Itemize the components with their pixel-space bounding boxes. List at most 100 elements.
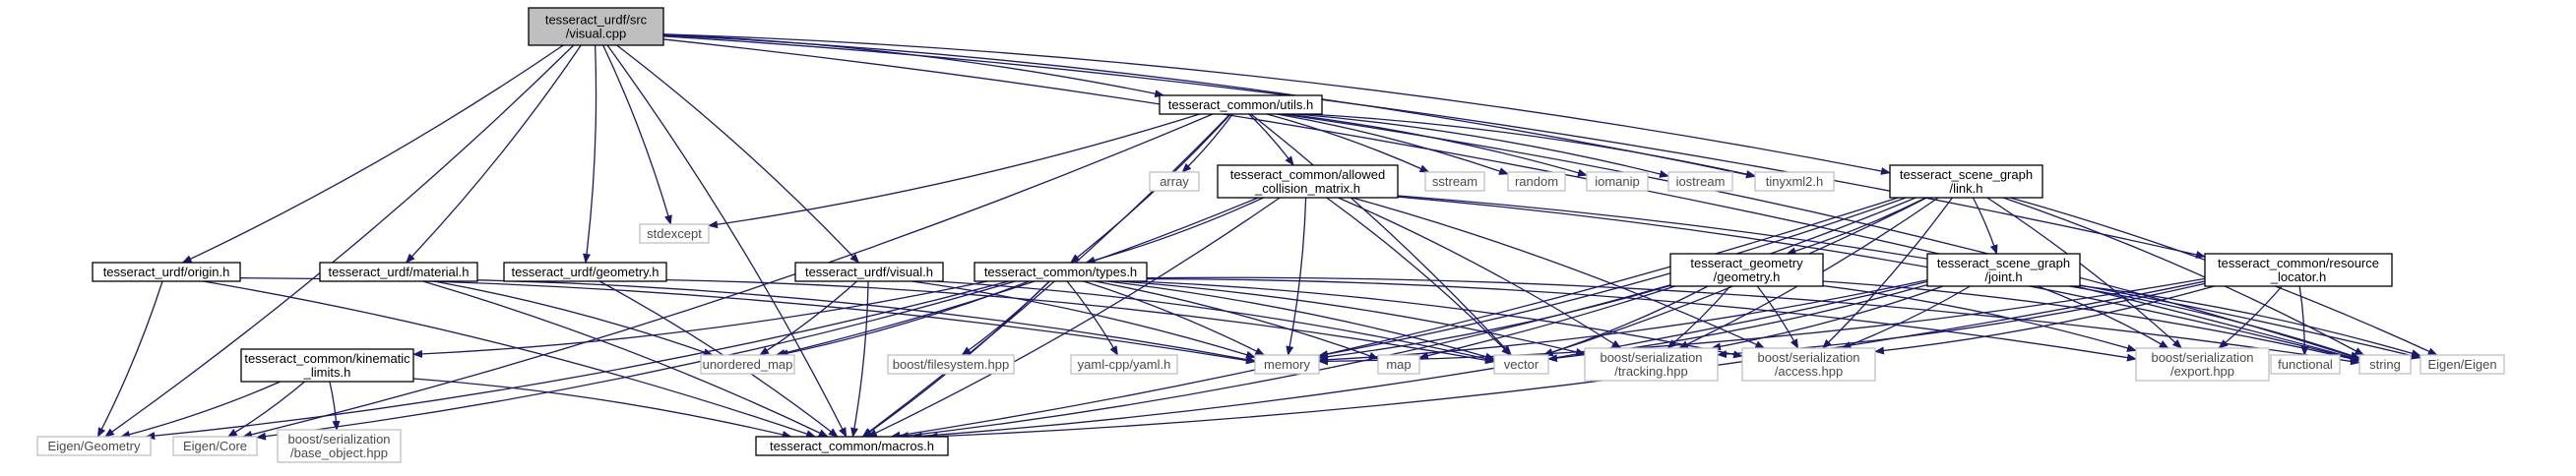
edge-visual_h-to-memory	[911, 280, 1256, 359]
edge-geometry_urdf_h-to-macros_h	[598, 280, 839, 438]
node-box	[1586, 171, 1649, 192]
edge-origin_h-to-eigen_geometry	[96, 280, 163, 438]
edge-utils_h-to-string	[1282, 113, 2360, 360]
node-label: tesseract_urdf/src	[545, 12, 648, 27]
edge-geom_geometry_h-to-vector	[1542, 285, 1709, 356]
node-box	[1217, 164, 1399, 199]
edge-geom_geometry_h-to-tracking_hpp	[1666, 285, 1731, 349]
node-export-hpp: boost/serialization/export.hpp	[2135, 347, 2270, 382]
edge-geom_geometry_h-to-string	[1822, 280, 2360, 363]
node-box	[2358, 354, 2412, 375]
node-label: map	[1386, 357, 1411, 372]
node-box	[36, 436, 152, 456]
edge-utils_h-to-tinyxml2	[1307, 113, 1756, 178]
node-label: vector	[1504, 357, 1539, 372]
node-box	[2135, 347, 2270, 382]
node-label: /geometry.h	[1714, 269, 1781, 284]
node-geom-geometry-h[interactable]: tesseract_geometry/geometry.h	[1669, 253, 1824, 287]
node-yaml-cpp: yaml-cpp/yaml.h	[1070, 354, 1178, 375]
edge-resource_locator_h-to-memory	[1318, 277, 2206, 366]
node-stdexcept: stdexcept	[639, 223, 710, 244]
edge-link_h-to-map	[1418, 197, 1916, 360]
node-label: Eigen/Eigen	[2427, 357, 2496, 372]
node-box	[240, 348, 414, 383]
node-resource-locator-h[interactable]: tesseract_common/resource_locator.h	[2204, 253, 2393, 287]
node-label: tesseract_common/allowed	[1230, 167, 1386, 182]
node-box	[755, 436, 949, 456]
edge-kin_limits_h-to-eigen_geometry	[119, 381, 282, 439]
node-label: boost/serialization	[1600, 350, 1702, 365]
node-box	[1926, 253, 2081, 287]
edge-utils_h-to-iostream	[1296, 113, 1669, 178]
node-box	[1754, 171, 1835, 192]
node-box	[1741, 347, 1876, 382]
edge-visual_cpp-to-link_h	[662, 33, 1891, 175]
edge-kin_limits_h-to-eigen_core	[226, 381, 305, 438]
node-label: tesseract_common/resource	[2218, 256, 2379, 270]
edge-acm_h-to-vector	[1326, 197, 1512, 356]
node-label: _limits.h	[303, 365, 351, 380]
node-iostream: iostream	[1667, 171, 1733, 192]
node-box	[1889, 164, 2043, 199]
edge-material_h-to-macros_h	[422, 280, 829, 438]
node-material-h[interactable]: tesseract_urdf/material.h	[319, 262, 478, 282]
node-label: string	[2369, 357, 2401, 372]
node-types-h[interactable]: tesseract_common/types.h	[974, 262, 1148, 282]
node-label: Eigen/Core	[183, 439, 247, 453]
node-label: tesseract_scene_graph	[1900, 167, 2033, 182]
edge-acm_h-to-access_hpp	[1351, 197, 1766, 349]
edge-utils_h-to-stdexcept	[708, 113, 1200, 229]
node-label: tesseract_common/kinematic	[244, 351, 410, 366]
node-box	[639, 223, 710, 244]
node-macros-h[interactable]: tesseract_common/macros.h	[755, 436, 949, 456]
edge-types_h-to-map	[1095, 280, 1379, 360]
node-label: unordered_map	[703, 357, 793, 372]
node-label: boost/serialization	[287, 432, 390, 446]
node-geometry-urdf-h[interactable]: tesseract_urdf/geometry.h	[503, 262, 667, 282]
node-array: array	[1149, 171, 1200, 192]
node-utils-h[interactable]: tesseract_common/utils.h	[1159, 94, 1323, 115]
edge-visual_cpp-to-resource_locator_h	[662, 35, 2206, 259]
graph-nodes: tesseract_urdf/src/visual.cpp tesseract_c…	[36, 7, 2505, 463]
node-box	[172, 436, 258, 456]
node-origin-h[interactable]: tesseract_urdf/origin.h	[92, 262, 241, 282]
edge-utils_h-to-vector	[1250, 113, 1512, 356]
node-label: memory	[1264, 357, 1310, 372]
node-sstream: sstream	[1424, 171, 1485, 192]
node-link-h[interactable]: tesseract_scene_graph/link.h	[1889, 164, 2043, 199]
node-label: functional	[2278, 357, 2333, 372]
edge-geometry_urdf_h-to-vector	[665, 279, 1495, 365]
node-visual-cpp: tesseract_urdf/src/visual.cpp	[528, 7, 664, 46]
edge-types_h-to-eigen_geometry	[145, 280, 1009, 441]
node-label: _collision_matrix.h	[1254, 181, 1360, 196]
node-access-hpp: boost/serialization/access.hpp	[1741, 347, 1876, 382]
node-joint-h[interactable]: tesseract_scene_graph/joint.h	[1926, 253, 2081, 287]
edge-types_h-to-export_hpp	[1146, 277, 2137, 362]
node-label: tesseract_scene_graph	[1937, 256, 2070, 270]
node-label: random	[1515, 174, 1558, 189]
node-acm-h[interactable]: tesseract_common/allowed_collision_matri…	[1217, 164, 1399, 199]
node-map: map	[1377, 354, 1420, 375]
edge-link_h-to-joint_h	[1972, 197, 1998, 255]
edge-link_h-to-access_hpp	[1821, 197, 1953, 349]
node-label: /base_object.hpp	[290, 446, 388, 460]
edge-joint_h-to-string	[2068, 285, 2360, 359]
edge-visual_cpp-to-material_h	[405, 44, 582, 264]
edge-joint_h-to-macros_h	[911, 280, 1928, 441]
node-visual-h[interactable]: tesseract_urdf/visual.h	[794, 262, 944, 282]
node-box	[1070, 354, 1178, 375]
node-kin-limits-h[interactable]: tesseract_common/kinematic_limits.h	[240, 348, 414, 383]
node-box	[1254, 354, 1320, 375]
node-vector: vector	[1493, 354, 1549, 375]
edge-resource_locator_h-to-access_hpp	[1874, 285, 2215, 355]
node-eigen-geometry: Eigen/Geometry	[36, 436, 152, 456]
node-box	[794, 262, 944, 282]
edge-visual_cpp-to-tinyxml2	[662, 34, 1756, 179]
edge-visual_cpp-to-geometry_urdf_h	[583, 44, 597, 264]
edge-types_h-to-kin_limits_h	[412, 280, 988, 358]
node-box	[1667, 171, 1733, 192]
edge-visual_cpp-to-string	[662, 38, 2360, 362]
node-label: /link.h	[1950, 181, 1983, 196]
node-box	[1377, 354, 1420, 375]
node-box	[2204, 253, 2393, 287]
